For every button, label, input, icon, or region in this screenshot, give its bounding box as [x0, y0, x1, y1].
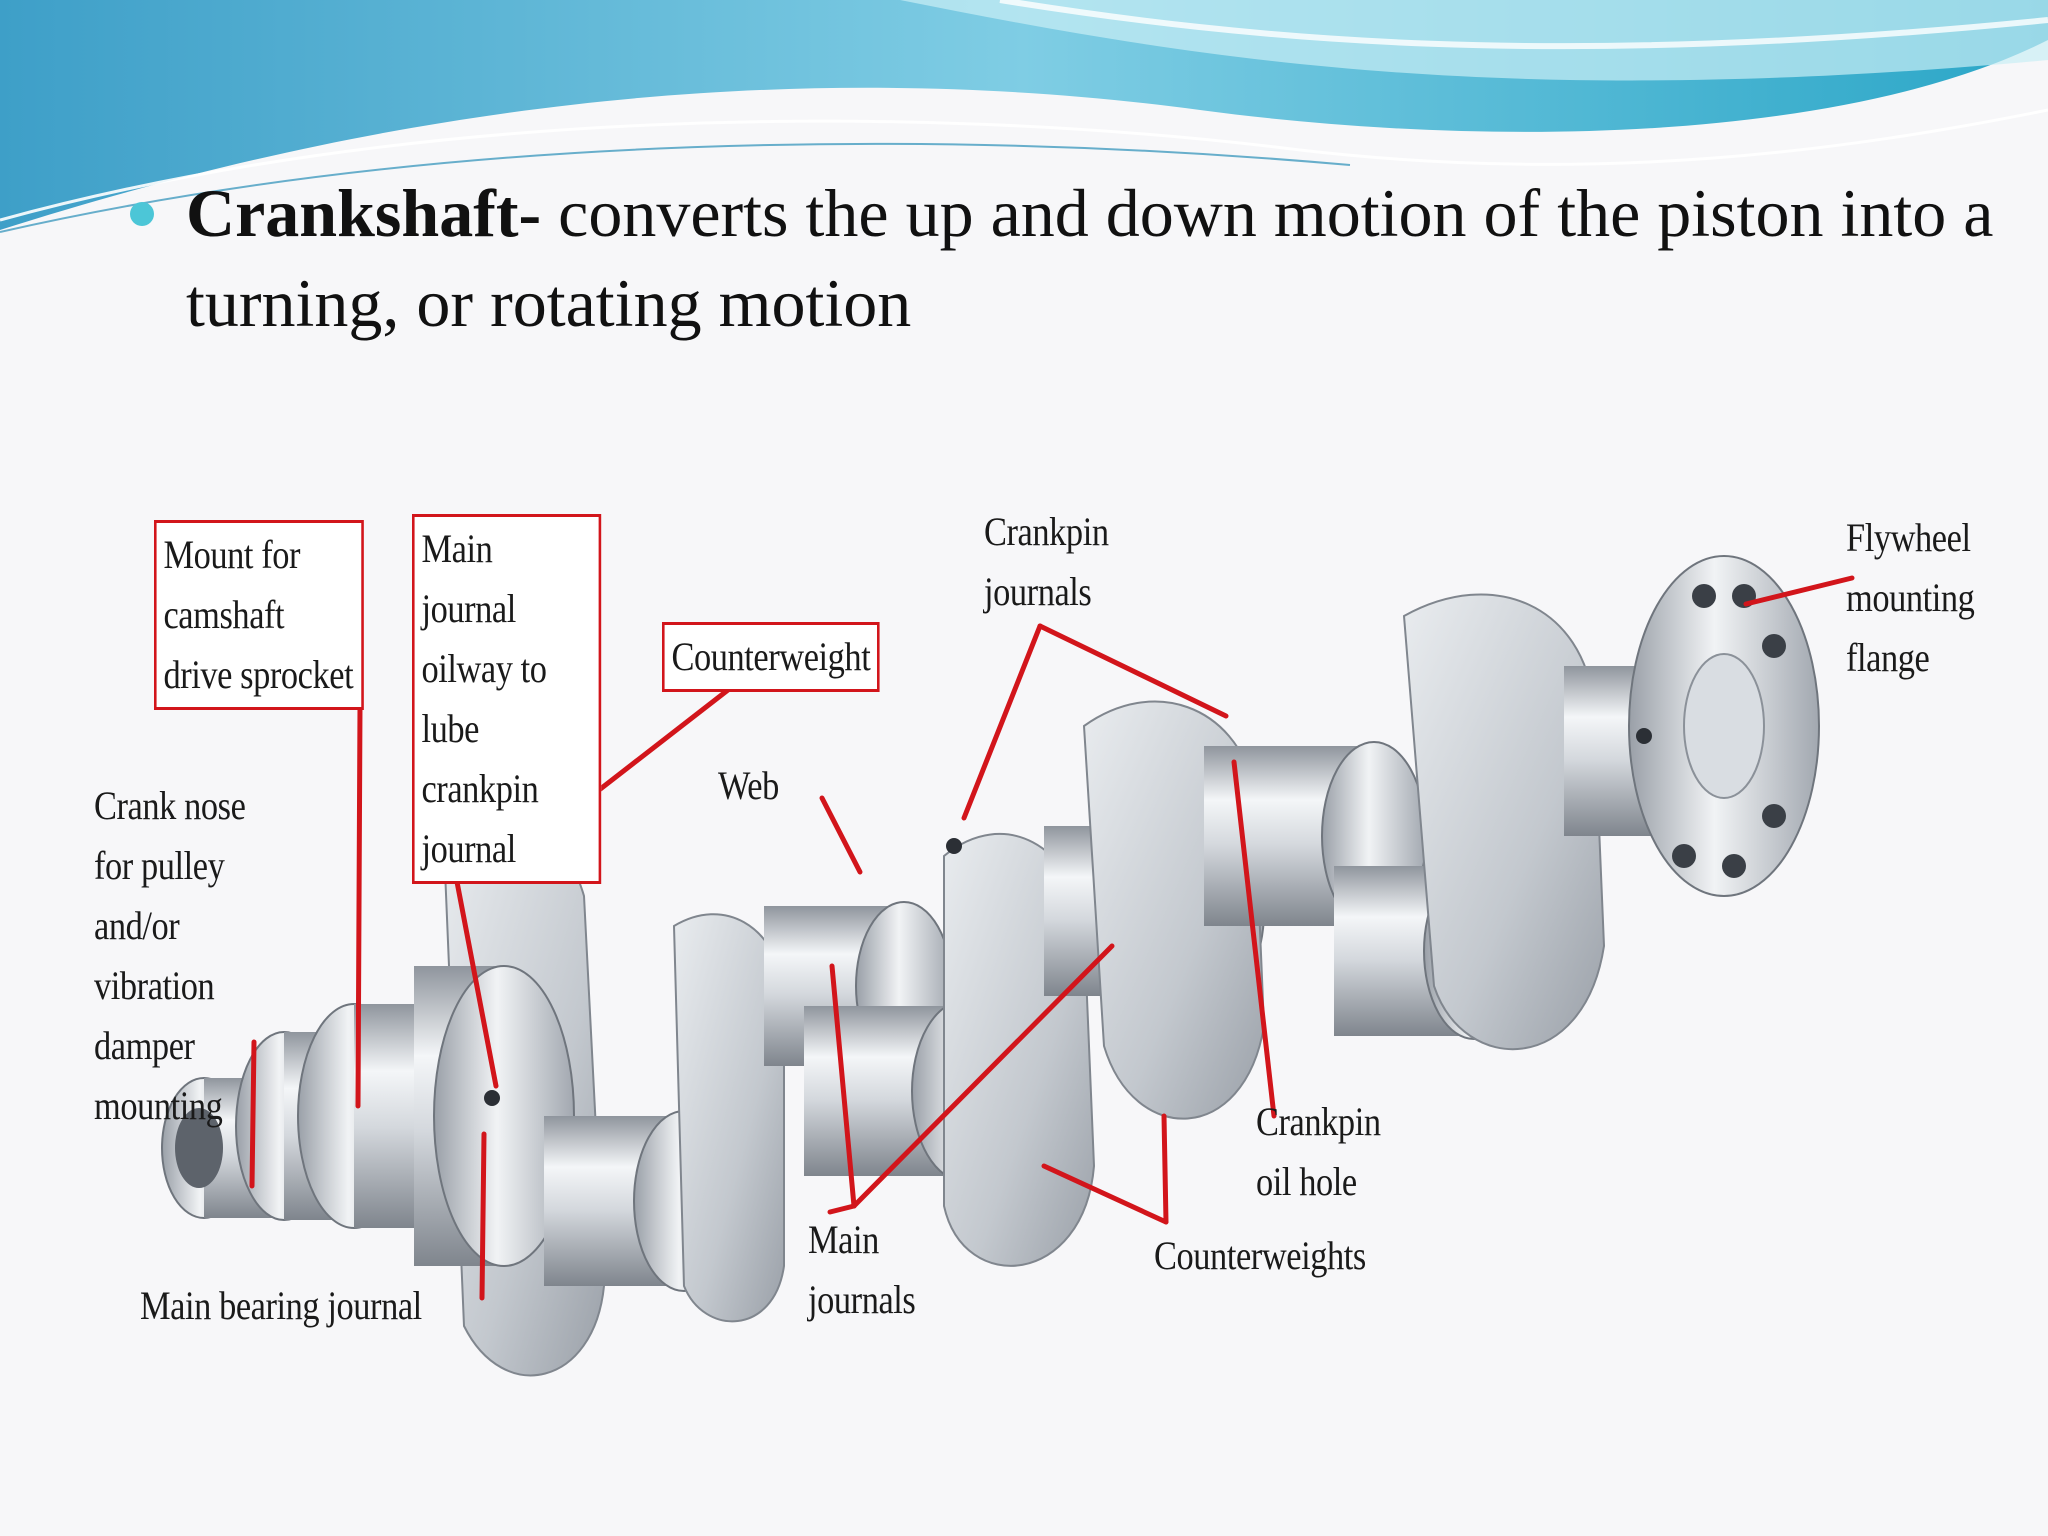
crank-nose [161, 1003, 424, 1229]
label-web: Web [718, 763, 779, 808]
first-web [414, 824, 606, 1377]
crankshaft-illustration [161, 555, 1855, 1377]
label-crankpin-oil-hole: Crankpin oil hole [1256, 1099, 1381, 1204]
bullet-point: Crankshaft- converts the up and down mot… [130, 168, 2010, 348]
label-crank-nose: Crank nose for pulley and/or vibration d… [94, 783, 246, 1128]
bullet-term: Crankshaft- [186, 175, 542, 251]
bullet-text: Crankshaft- converts the up and down mot… [186, 168, 2010, 348]
flywheel-flange [1628, 555, 1820, 897]
label-main-journal-oilway: Main journal oilway to lube crankpin jou… [412, 514, 602, 884]
label-camshaft-mount: Mount for camshaft drive sprocket [154, 520, 364, 710]
header-wave-decoration [0, 0, 2048, 233]
bullet-definition: converts the up and down motion of the p… [186, 175, 1994, 341]
callout-lines [249, 575, 1855, 1301]
label-main-bearing-journal: Main bearing journal [140, 1283, 422, 1328]
bullet-dot-icon [130, 202, 154, 226]
crankshaft-diagram: Mount for camshaft drive sprocket Main j… [84, 426, 1996, 1426]
label-main-journals: Main journals [808, 1217, 916, 1322]
label-crankpin-journals: Crankpin journals [984, 509, 1109, 614]
journal-segments [544, 593, 1684, 1323]
label-counterweight: Counterweight [662, 622, 880, 692]
label-counterweights: Counterweights [1154, 1233, 1366, 1278]
label-flywheel-mounting-flange: Flywheel mounting flange [1846, 515, 1975, 680]
